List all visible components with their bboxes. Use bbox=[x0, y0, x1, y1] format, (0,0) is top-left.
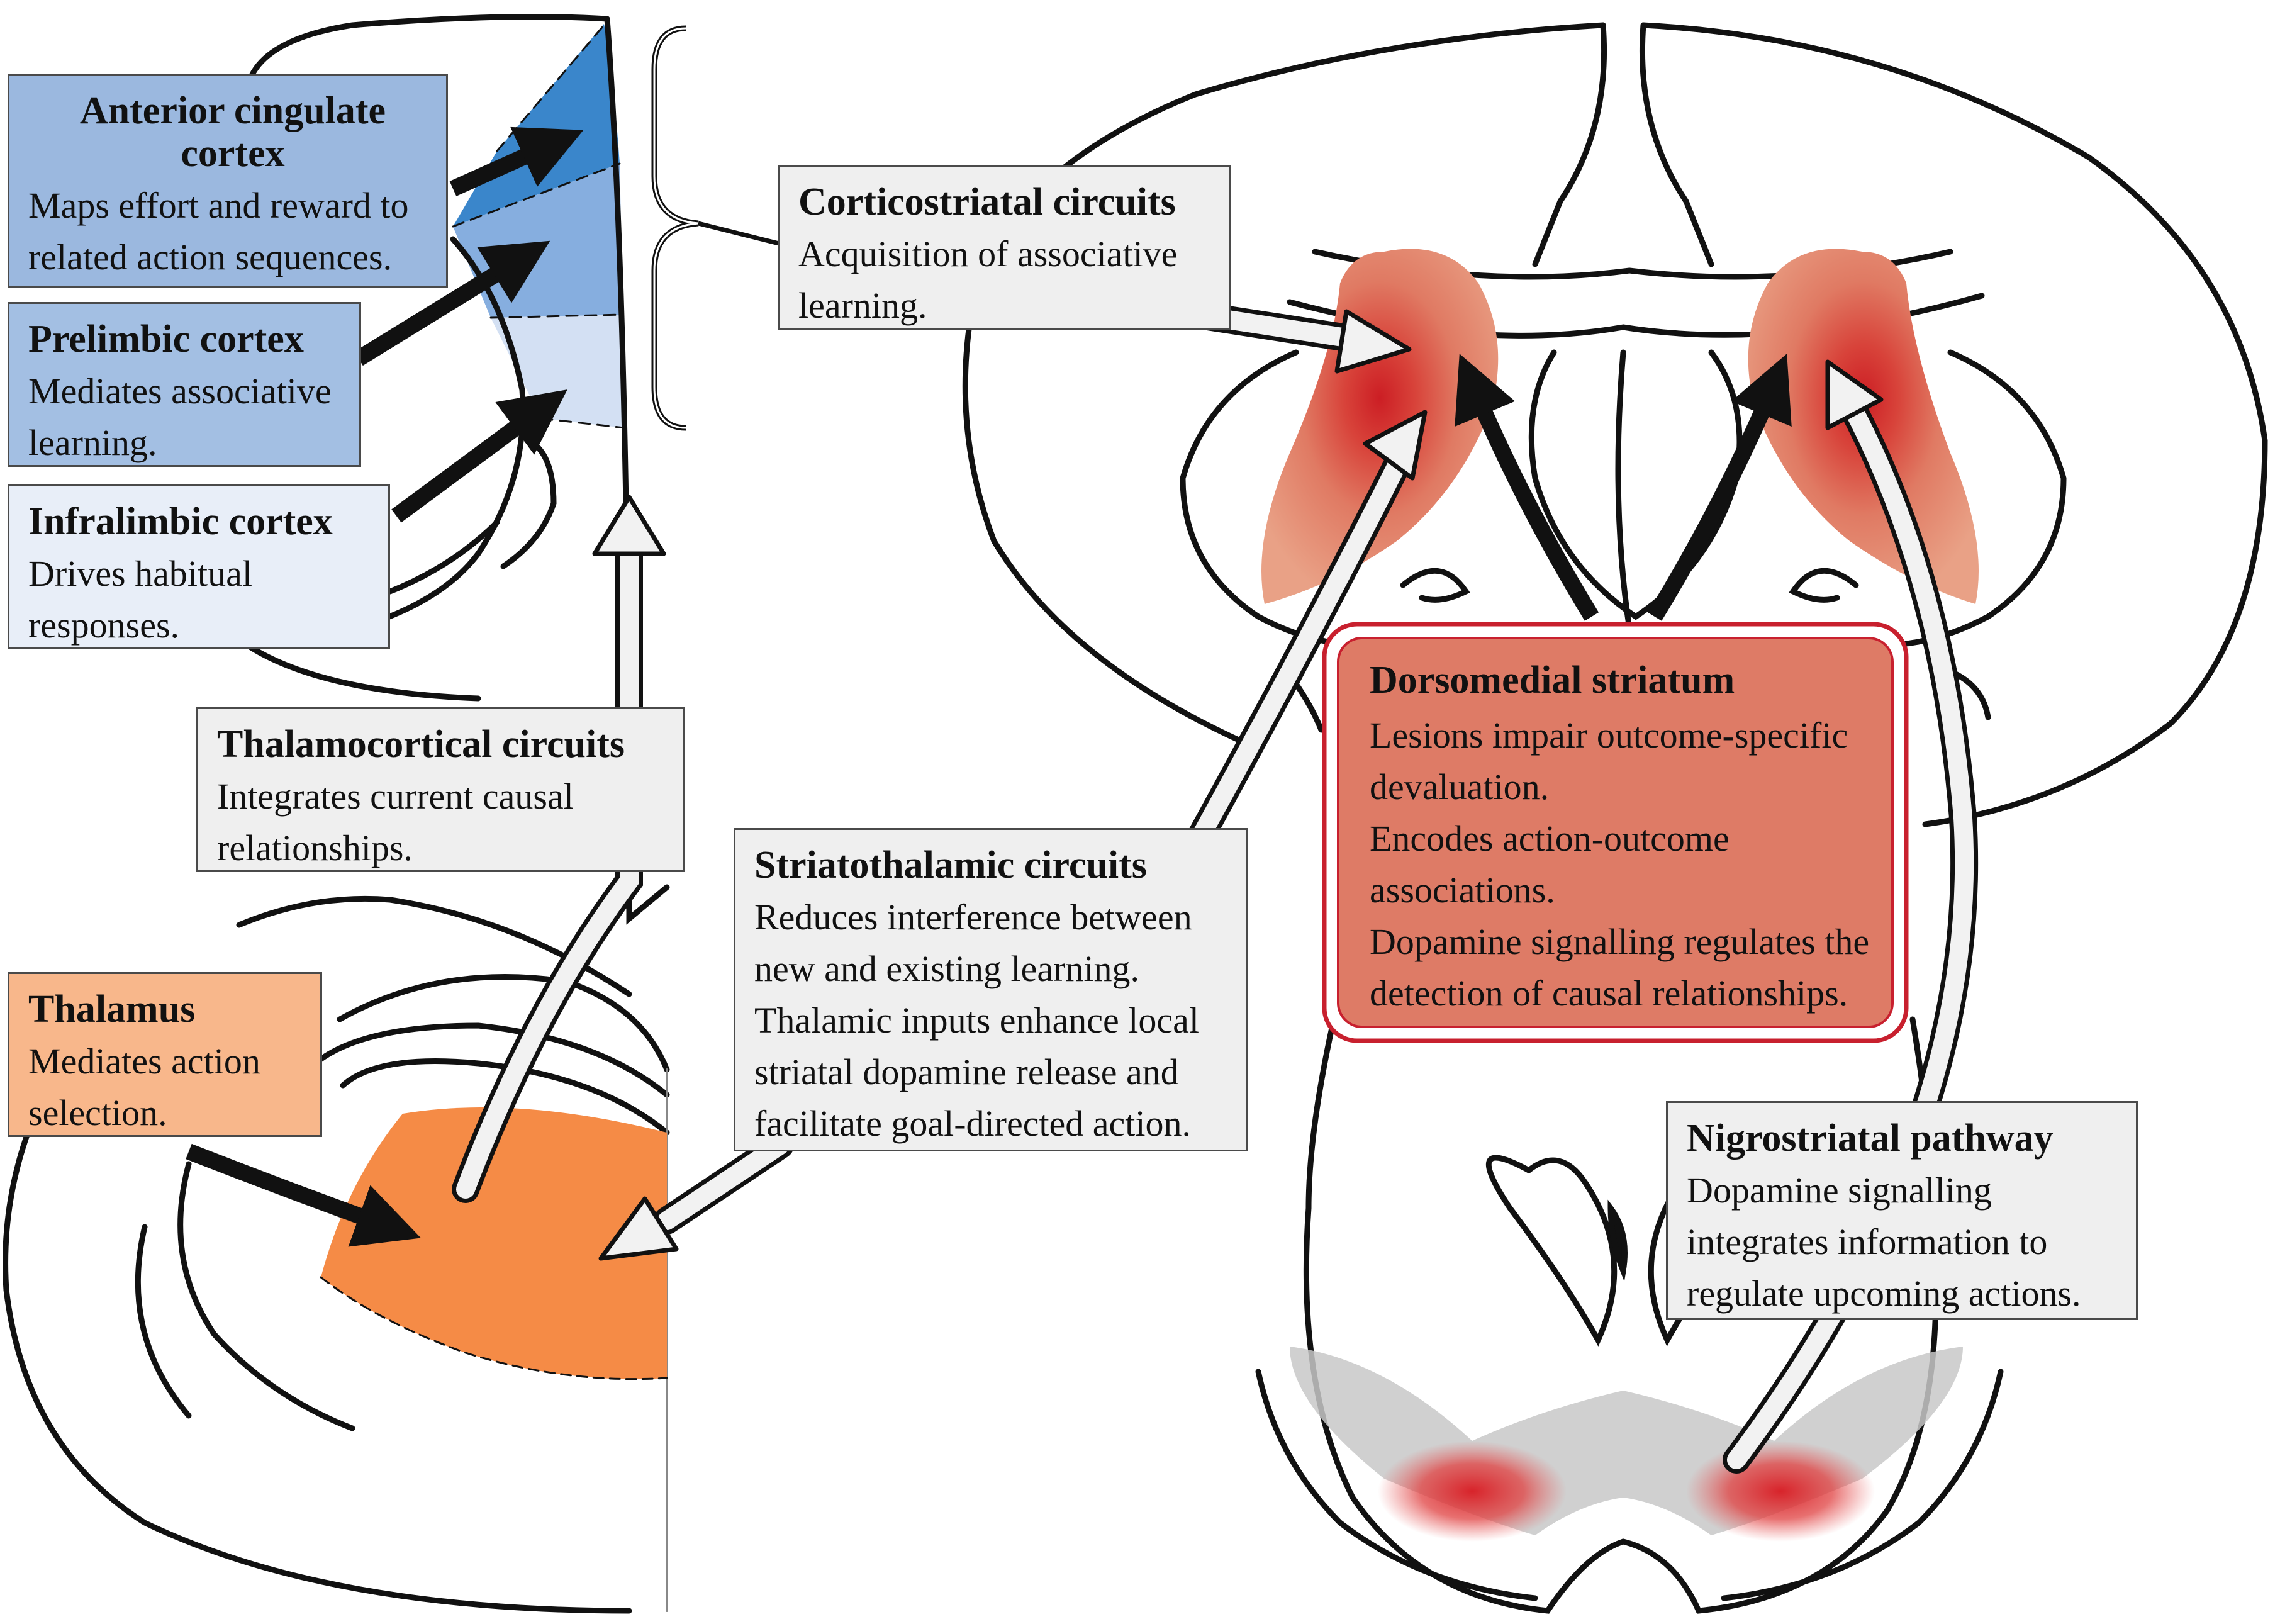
dorsomedial-line-2: devaluation. bbox=[1370, 766, 1550, 807]
thalamocortical-line-1: Integrates current causal bbox=[217, 776, 574, 817]
thalamus-line-2: selection. bbox=[28, 1092, 167, 1133]
acc-box: Anterior cingulate cortex Maps effort an… bbox=[8, 74, 448, 288]
corticostriatal-line-2: learning. bbox=[798, 285, 927, 326]
striatothalamic-line-5: facilitate goal-directed action. bbox=[754, 1103, 1192, 1144]
dorsomedial-box: Dorsomedial striatum Lesions impair outc… bbox=[1337, 637, 1894, 1028]
nigrostriatal-line-3: regulate upcoming actions. bbox=[1687, 1273, 2081, 1314]
striatum-left bbox=[1261, 249, 1499, 604]
prelimbic-line-1: Mediates associative bbox=[28, 371, 332, 412]
prelimbic-line-2: learning. bbox=[28, 422, 157, 463]
infralimbic-line-2: responses. bbox=[28, 605, 180, 646]
dorsomedial-line-4: associations. bbox=[1370, 870, 1555, 910]
prelimbic-box: Prelimbic cortex Mediates associative le… bbox=[8, 302, 361, 467]
acc-title-1: Anterior cingulate bbox=[79, 89, 386, 132]
corticostriatal-box: Corticostriatal circuits Acquisition of … bbox=[778, 165, 1231, 330]
striatothalamic-box: Striatothalamic circuits Reduces interfe… bbox=[734, 828, 1248, 1151]
dorsomedial-title: Dorsomedial striatum bbox=[1370, 659, 1735, 702]
corticostriatal-title: Corticostriatal circuits bbox=[798, 181, 1176, 223]
acc-line-2: related action sequences. bbox=[28, 237, 393, 277]
striatothalamic-line-1: Reduces interference between bbox=[754, 897, 1192, 938]
dorsomedial-line-3: Encodes action-outcome bbox=[1370, 818, 1730, 859]
thalamus-box: Thalamus Mediates action selection. bbox=[8, 972, 322, 1137]
thalamus-title: Thalamus bbox=[28, 988, 196, 1031]
infralimbic-line-1: Drives habitual bbox=[28, 553, 252, 594]
infralimbic-title: Infralimbic cortex bbox=[28, 500, 333, 543]
acc-line-1: Maps effort and reward to bbox=[28, 185, 409, 226]
dorsomedial-line-6: detection of causal relationships. bbox=[1370, 973, 1848, 1014]
striatothalamic-line-4: striatal dopamine release and bbox=[754, 1051, 1179, 1092]
dorsomedial-line-1: Lesions impair outcome-specific bbox=[1370, 715, 1848, 756]
thalamocortical-box: Thalamocortical circuits Integrates curr… bbox=[196, 707, 685, 872]
corticostriatal-line-1: Acquisition of associative bbox=[798, 233, 1178, 274]
black-arrows bbox=[186, 126, 1792, 1247]
prelimbic-title: Prelimbic cortex bbox=[28, 318, 304, 361]
acc-title-2: cortex bbox=[181, 132, 285, 175]
infralimbic-box: Infralimbic cortex Drives habitual respo… bbox=[8, 484, 390, 649]
thalamus-line-1: Mediates action bbox=[28, 1041, 260, 1082]
striatothalamic-line-3: Thalamic inputs enhance local bbox=[754, 1000, 1199, 1041]
nigrostriatal-title: Nigrostriatal pathway bbox=[1687, 1117, 2054, 1160]
thalamocortical-title: Thalamocortical circuits bbox=[217, 723, 625, 766]
thalamocortical-line-2: relationships. bbox=[217, 827, 413, 868]
dorsomedial-line-5: Dopamine signalling regulates the bbox=[1370, 921, 1870, 962]
nigrostriatal-box: Nigrostriatal pathway Dopamine signallin… bbox=[1666, 1101, 2138, 1320]
nigrostriatal-line-2: integrates information to bbox=[1687, 1221, 2048, 1262]
infralimbic-region bbox=[491, 315, 624, 428]
thalamus-region bbox=[321, 1107, 667, 1379]
striatothalamic-title: Striatothalamic circuits bbox=[754, 844, 1147, 887]
nigrostriatal-line-1: Dopamine signalling bbox=[1687, 1170, 1992, 1211]
striatothalamic-line-2: new and existing learning. bbox=[754, 948, 1140, 989]
